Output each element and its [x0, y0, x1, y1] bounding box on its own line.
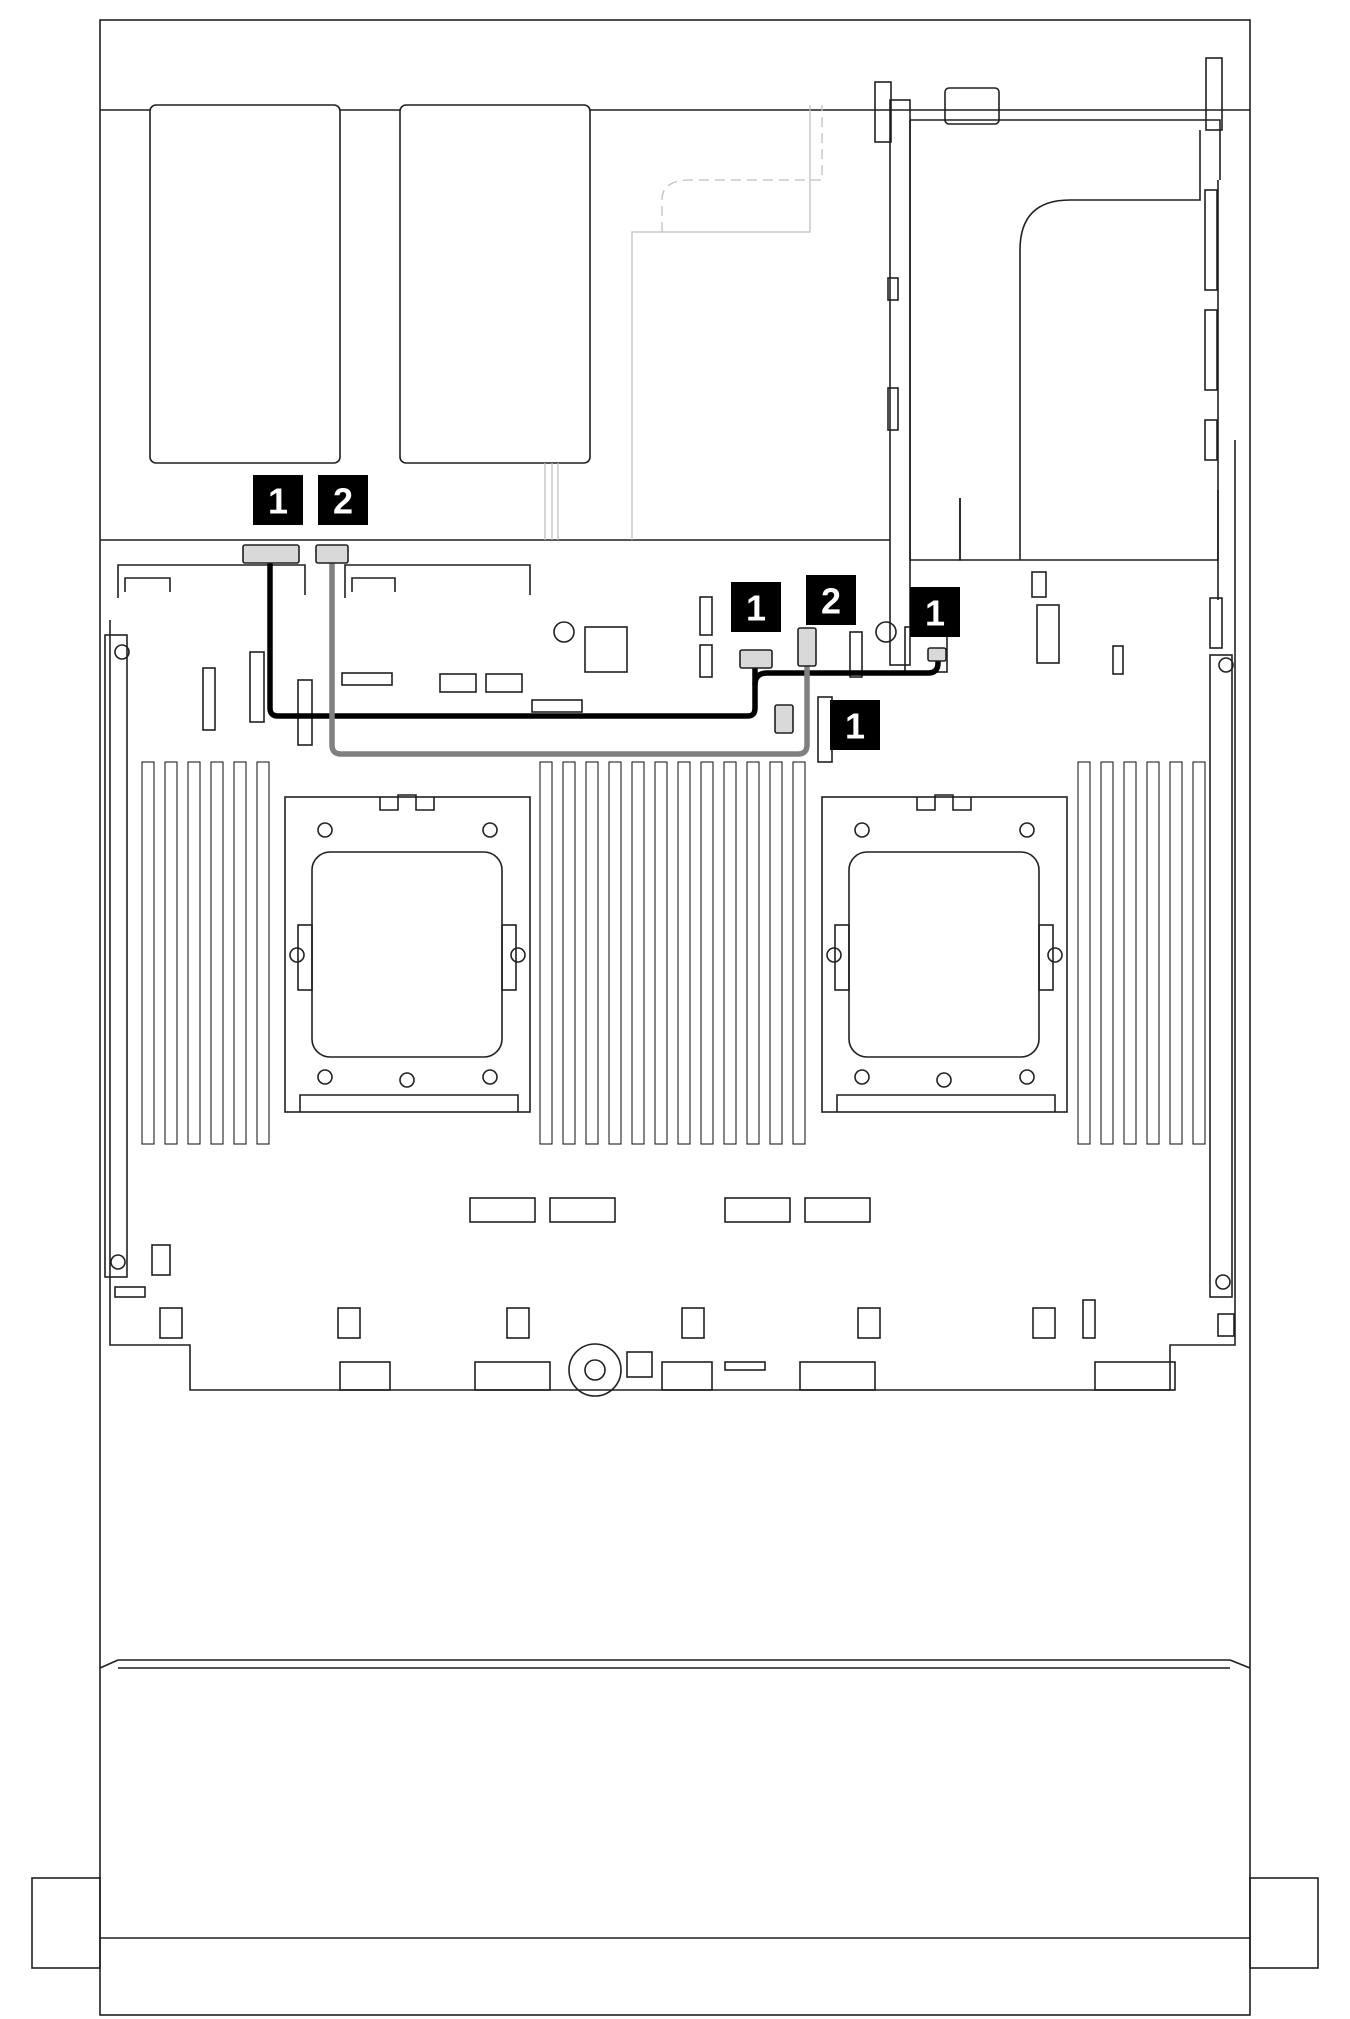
- processor-socket-1: [284, 794, 531, 1113]
- callout-4: 2: [806, 575, 856, 625]
- dimm-bank-left: [141, 761, 270, 1145]
- callout-label: 2: [821, 581, 841, 622]
- cable-1: [267, 560, 758, 719]
- cables: [267, 560, 941, 757]
- processor-socket-2: [821, 794, 1068, 1113]
- rear-drive-bays: [149, 104, 823, 540]
- chassis: [31, 19, 1319, 2016]
- callout-5: 1: [910, 587, 960, 637]
- riser-cage: [874, 57, 1223, 666]
- slot-connectors: [117, 564, 1223, 763]
- callout-label: 1: [268, 481, 288, 522]
- callout-3: 1: [731, 582, 781, 632]
- callout-label: 1: [746, 588, 766, 629]
- dimm-slots: [141, 761, 1206, 1145]
- dimm-bank-center: [539, 761, 806, 1145]
- dimm-bank-right: [1077, 761, 1206, 1145]
- callout-1: 1: [253, 475, 303, 525]
- system-board: [104, 440, 1236, 1391]
- callout-label: 2: [333, 481, 353, 522]
- cable-connectors: [242, 544, 947, 734]
- cable-2: [329, 560, 810, 757]
- front-connectors: [114, 1197, 1235, 1397]
- cable-1-riser-branch: [752, 655, 941, 686]
- callout-2: 2: [318, 475, 368, 525]
- callout-label: 1: [925, 593, 945, 634]
- callout-6: 1: [830, 700, 880, 750]
- callout-label: 1: [845, 706, 865, 747]
